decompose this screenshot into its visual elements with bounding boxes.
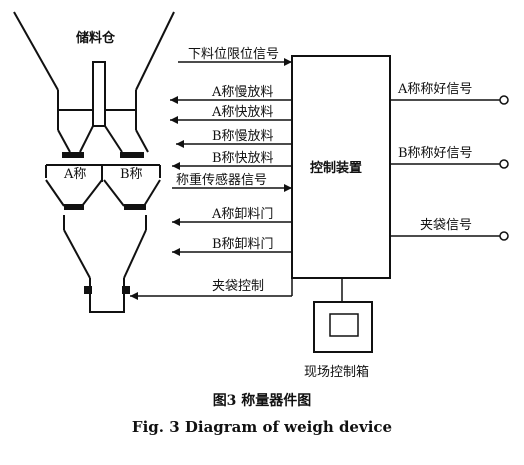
controller-label: 控制装置 (310, 160, 362, 176)
field-box-label: 现场控制箱 (304, 364, 369, 380)
input-label-8: 夹袋控制 (212, 279, 264, 294)
output-signals: A称称好信号 B称称好信号 夹袋信号 (390, 82, 509, 241)
feed-chutes (57, 110, 149, 158)
input-label-6: A称卸料门 (211, 206, 273, 222)
output-label-1: B称称好信号 (398, 146, 473, 161)
b-feed-gate (120, 152, 144, 158)
b-discharge-gate (124, 204, 146, 210)
input-label-3: B称慢放料 (212, 128, 274, 144)
caption-en: Fig. 3 Diagram of weigh device (132, 418, 392, 436)
input-label-1: A称慢放料 (211, 84, 273, 100)
input-label-0: 下料位限位信号 (188, 47, 279, 62)
input-label-2: A称快放料 (211, 105, 273, 120)
a-feed-gate (62, 152, 84, 158)
output-label-0: A称称好信号 (397, 82, 472, 97)
scale-hoppers: A称 B称 (45, 164, 161, 210)
bag-clamp (63, 215, 147, 313)
field-control-box: 现场控制箱 (304, 278, 373, 380)
a-discharge-gate (64, 204, 84, 210)
scale-b-label: B称 (120, 167, 143, 182)
input-label-4: B称快放料 (212, 151, 274, 166)
controller-box (291, 55, 391, 279)
output-label-2: 夹袋信号 (420, 218, 472, 233)
input-label-7: B称卸料门 (212, 236, 274, 252)
caption-zh: 图3 称量器件图 (213, 392, 312, 409)
scale-a-label: A称 (63, 167, 86, 182)
storage-silo: 储料仓 (13, 11, 175, 127)
input-signals: 下料位限位信号 A称慢放料 A称快放料 B称慢放料 B称快放料 称重传感器信号 … (130, 47, 293, 300)
silo-label: 储料仓 (75, 30, 116, 46)
input-label-5: 称重传感器信号 (176, 172, 267, 188)
